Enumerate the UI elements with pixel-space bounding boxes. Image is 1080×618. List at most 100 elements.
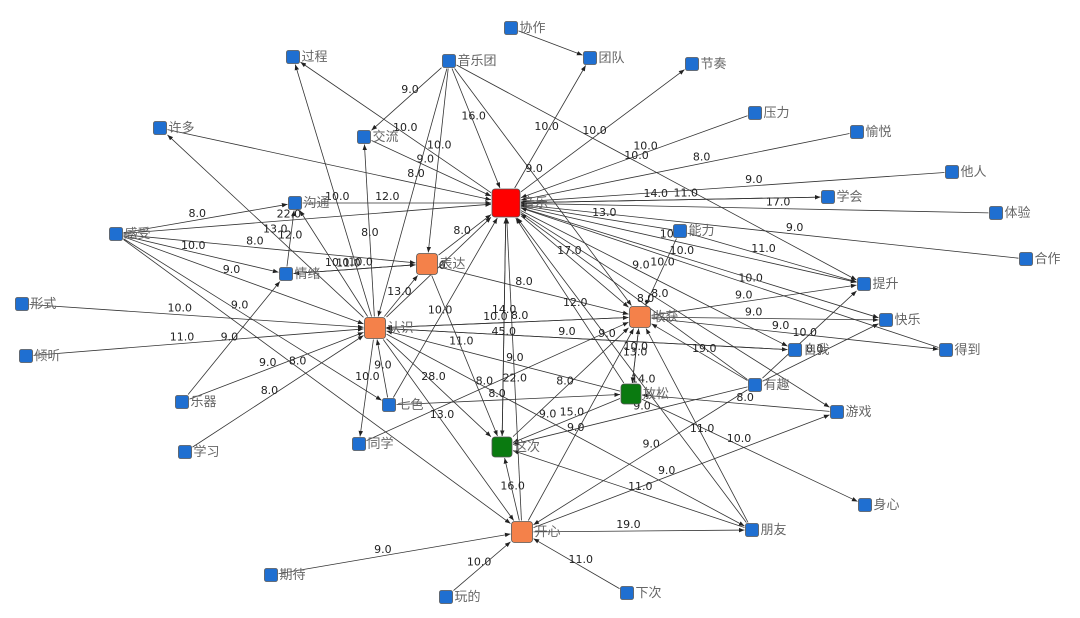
node-square[interactable] [357,130,371,144]
node-renshi[interactable]: 认识 [364,317,414,339]
node-square[interactable] [830,405,844,419]
node-yuyue[interactable]: 愉悦 [850,124,892,140]
node-square[interactable] [504,21,518,35]
node-square[interactable] [673,224,687,238]
node-qise[interactable]: 七色 [382,397,424,413]
node-xiezuo[interactable]: 协作 [504,21,546,36]
node-xuexi[interactable]: 学习 [178,444,220,460]
edge-pengyou-yinyue [516,217,747,523]
node-square[interactable] [685,57,699,71]
node-square[interactable] [850,125,864,139]
node-qidai[interactable]: 期待 [264,568,306,583]
node-square[interactable] [109,227,123,241]
node-square[interactable] [879,313,893,327]
node-jiaoliu[interactable]: 交流 [357,129,399,145]
node-label: 倾听 [35,349,61,364]
node-yinyuetuan[interactable]: 音乐团 [442,53,497,69]
node-square[interactable] [857,277,871,291]
node-square[interactable] [352,437,366,451]
node-tisheng[interactable]: 提升 [857,276,899,292]
node-zheci[interactable]: 这次 [491,436,540,458]
edge-label: 8.0 [189,207,207,220]
node-square[interactable] [629,306,651,328]
node-wande[interactable]: 玩的 [439,589,481,605]
edge-label: 11.0 [170,330,195,343]
node-jiezou[interactable]: 节奏 [685,57,727,72]
node-xingshi[interactable]: 形式 [15,297,57,312]
node-shouhuo[interactable]: 收获 [629,306,679,328]
node-fangsong[interactable]: 放松 [620,383,669,405]
node-square[interactable] [175,395,189,409]
node-biaoda[interactable]: 表达 [416,253,466,275]
node-tongxue[interactable]: 同学 [352,436,394,452]
node-kaixin[interactable]: 开心 [511,521,561,543]
edge-label: 22.0 [503,371,528,384]
node-square[interactable] [745,523,759,537]
node-goutong[interactable]: 沟通 [288,196,330,211]
node-xuduo[interactable]: 许多 [153,120,195,136]
node-square[interactable] [288,196,302,210]
node-yinyue[interactable]: 音乐 [491,188,548,218]
node-shenxin[interactable]: 身心 [858,497,900,513]
edge-label: 11.0 [449,335,474,348]
node-youxi[interactable]: 游戏 [830,405,872,420]
node-label: 音乐 [522,195,548,211]
node-square[interactable] [364,317,386,339]
node-xuehui[interactable]: 学会 [821,189,863,205]
edge-label: 17.0 [766,196,791,209]
node-dedao[interactable]: 得到 [939,342,981,358]
node-square[interactable] [491,188,521,218]
node-square[interactable] [491,436,513,458]
node-taren[interactable]: 他人 [945,165,987,180]
node-tiyan[interactable]: 体验 [989,205,1031,221]
node-square[interactable] [286,50,300,64]
node-ganshou[interactable]: 感受 [109,226,151,242]
node-square[interactable] [858,498,872,512]
node-square[interactable] [511,521,533,543]
edge-label: 11.0 [569,553,594,566]
node-square[interactable] [153,121,167,135]
edge-label: 9.0 [417,152,435,165]
node-pengyou[interactable]: 朋友 [745,522,787,538]
node-label: 过程 [302,50,328,65]
node-yali[interactable]: 压力 [748,106,790,121]
node-qingting[interactable]: 倾听 [19,349,61,364]
node-square[interactable] [1019,252,1033,266]
node-square[interactable] [279,267,293,281]
node-square[interactable] [439,590,453,604]
node-square[interactable] [821,190,835,204]
node-square[interactable] [264,568,278,582]
edge-label: 14.0 [644,187,669,200]
node-square[interactable] [416,253,438,275]
edge-label: 10.0 [483,310,508,323]
node-hezuo[interactable]: 合作 [1019,252,1061,267]
edge-kaixin-pengyou [533,527,745,533]
edge-label: 9.0 [231,298,249,311]
node-guocheng[interactable]: 过程 [286,50,328,65]
node-square[interactable] [620,383,642,405]
node-square[interactable] [382,398,396,412]
node-square[interactable] [748,378,762,392]
node-ziwo[interactable]: 自我 [788,343,830,358]
node-kuaile[interactable]: 快乐 [879,313,921,328]
node-label: 这次 [514,439,540,455]
node-square[interactable] [583,51,597,65]
node-square[interactable] [939,343,953,357]
node-square[interactable] [989,206,1003,220]
node-label: 收获 [653,310,679,325]
node-nengli[interactable]: 能力 [673,224,715,239]
node-youqu[interactable]: 有趣 [748,378,790,393]
node-xiaci[interactable]: 下次 [620,585,662,601]
node-square[interactable] [945,165,959,179]
node-tuandui[interactable]: 团队 [583,51,625,66]
node-yueqi[interactable]: 乐器 [175,395,217,410]
node-square[interactable] [442,54,456,68]
node-square[interactable] [15,297,29,311]
node-square[interactable] [19,349,33,363]
node-qingxu[interactable]: 情绪 [279,267,321,282]
node-square[interactable] [620,586,634,600]
node-square[interactable] [748,106,762,120]
node-square[interactable] [178,445,192,459]
node-square[interactable] [788,343,802,357]
edge-label: 9.0 [259,356,277,369]
